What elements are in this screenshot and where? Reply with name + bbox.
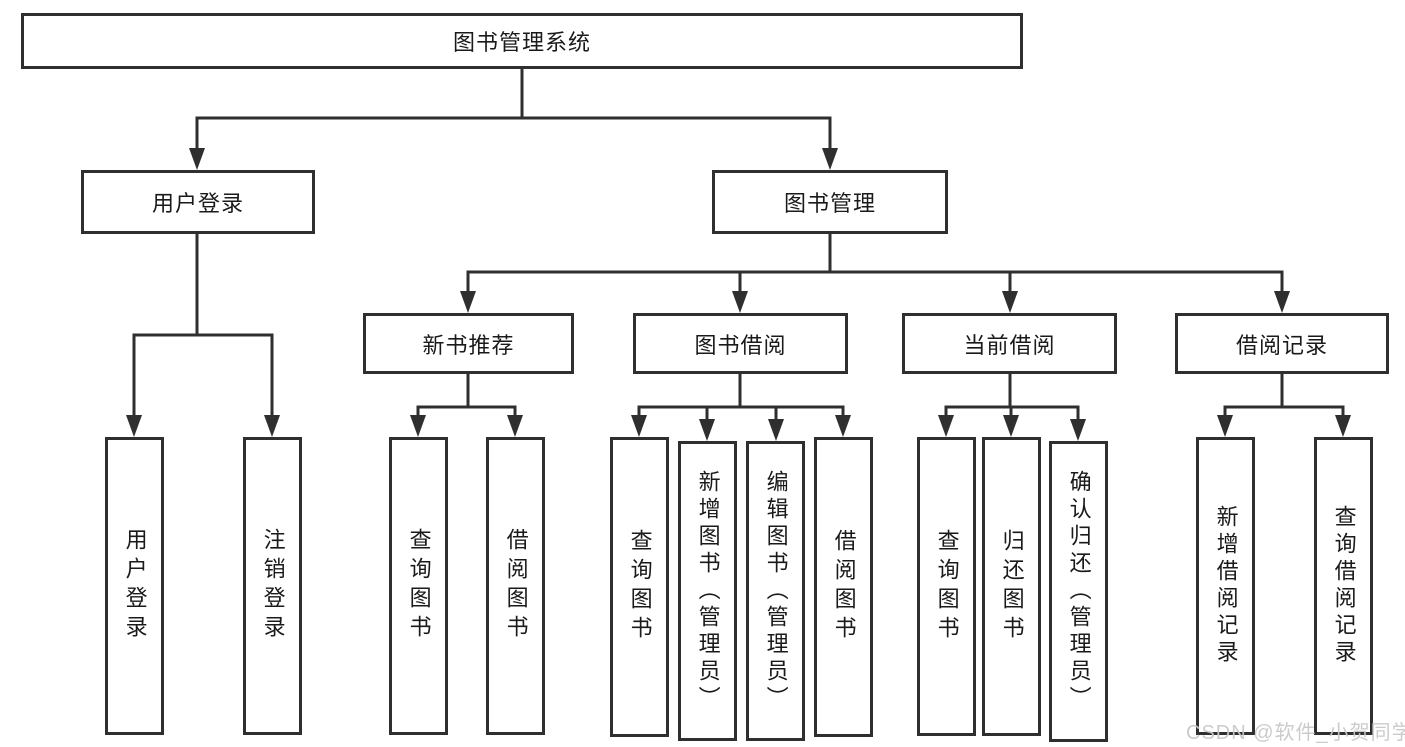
leaf-user-login-label: 用户登录 [122,528,148,644]
node-current-borrow: 当前借阅 [902,313,1117,374]
leaf-return-book: 归还图书 [982,437,1041,736]
node-root-label: 图书管理系统 [452,30,591,55]
leaf-logout-login: 注销登录 [243,437,302,735]
leaf-query-book-current-label: 查询图书 [934,528,960,645]
node-borrow-records: 借阅记录 [1175,313,1389,374]
leaf-query-book-current: 查询图书 [917,437,976,736]
leaf-add-borrow-record-label: 新增借阅记录 [1213,505,1239,667]
leaf-query-borrow-record-label: 查询借阅记录 [1331,505,1357,667]
node-root: 图书管理系统 [21,13,1023,69]
leaf-borrow-book-recommend: 借阅图书 [486,437,545,735]
node-new-book-recommend: 新书推荐 [363,313,574,374]
leaf-borrow-book-borrow: 借阅图书 [814,437,873,737]
node-borrow-records-label: 借阅记录 [1235,332,1328,358]
node-user-login: 用户登录 [81,170,315,234]
leaf-query-book-borrow-label: 查询图书 [627,529,653,645]
leaf-query-borrow-record: 查询借阅记录 [1314,437,1373,735]
node-new-book-recommend-label: 新书推荐 [422,332,515,358]
leaf-query-book-borrow: 查询图书 [610,437,669,737]
leaf-confirm-return-admin: 确认归还（管理员） [1049,441,1108,742]
node-current-borrow-label: 当前借阅 [963,332,1056,358]
csdn-watermark: CSDN @软件_小贺同学 [1186,722,1405,744]
leaf-add-book-admin-label: 新增图书（管理员） [695,469,721,713]
leaf-return-book-label: 归还图书 [999,528,1025,645]
leaf-logout-login-label: 注销登录 [260,528,286,644]
leaf-add-book-admin: 新增图书（管理员） [678,441,737,741]
node-book-management: 图书管理 [712,170,948,234]
node-book-management-label: 图书管理 [783,191,876,216]
node-book-borrow-label: 图书借阅 [694,332,787,358]
leaf-borrow-book-borrow-label: 借阅图书 [831,529,857,645]
node-user-login-label: 用户登录 [151,191,244,216]
leaf-edit-book-admin: 编辑图书（管理员） [746,441,805,741]
leaf-query-book-recommend: 查询图书 [389,437,448,735]
leaf-query-book-recommend-label: 查询图书 [406,528,432,644]
leaf-add-borrow-record: 新增借阅记录 [1196,437,1255,735]
leaf-user-login: 用户登录 [105,437,164,735]
leaf-confirm-return-admin-label: 确认归还（管理员） [1066,470,1092,713]
node-book-borrow: 图书借阅 [633,313,848,374]
leaf-borrow-book-recommend-label: 借阅图书 [503,528,529,644]
leaf-edit-book-admin-label: 编辑图书（管理员） [763,469,789,713]
